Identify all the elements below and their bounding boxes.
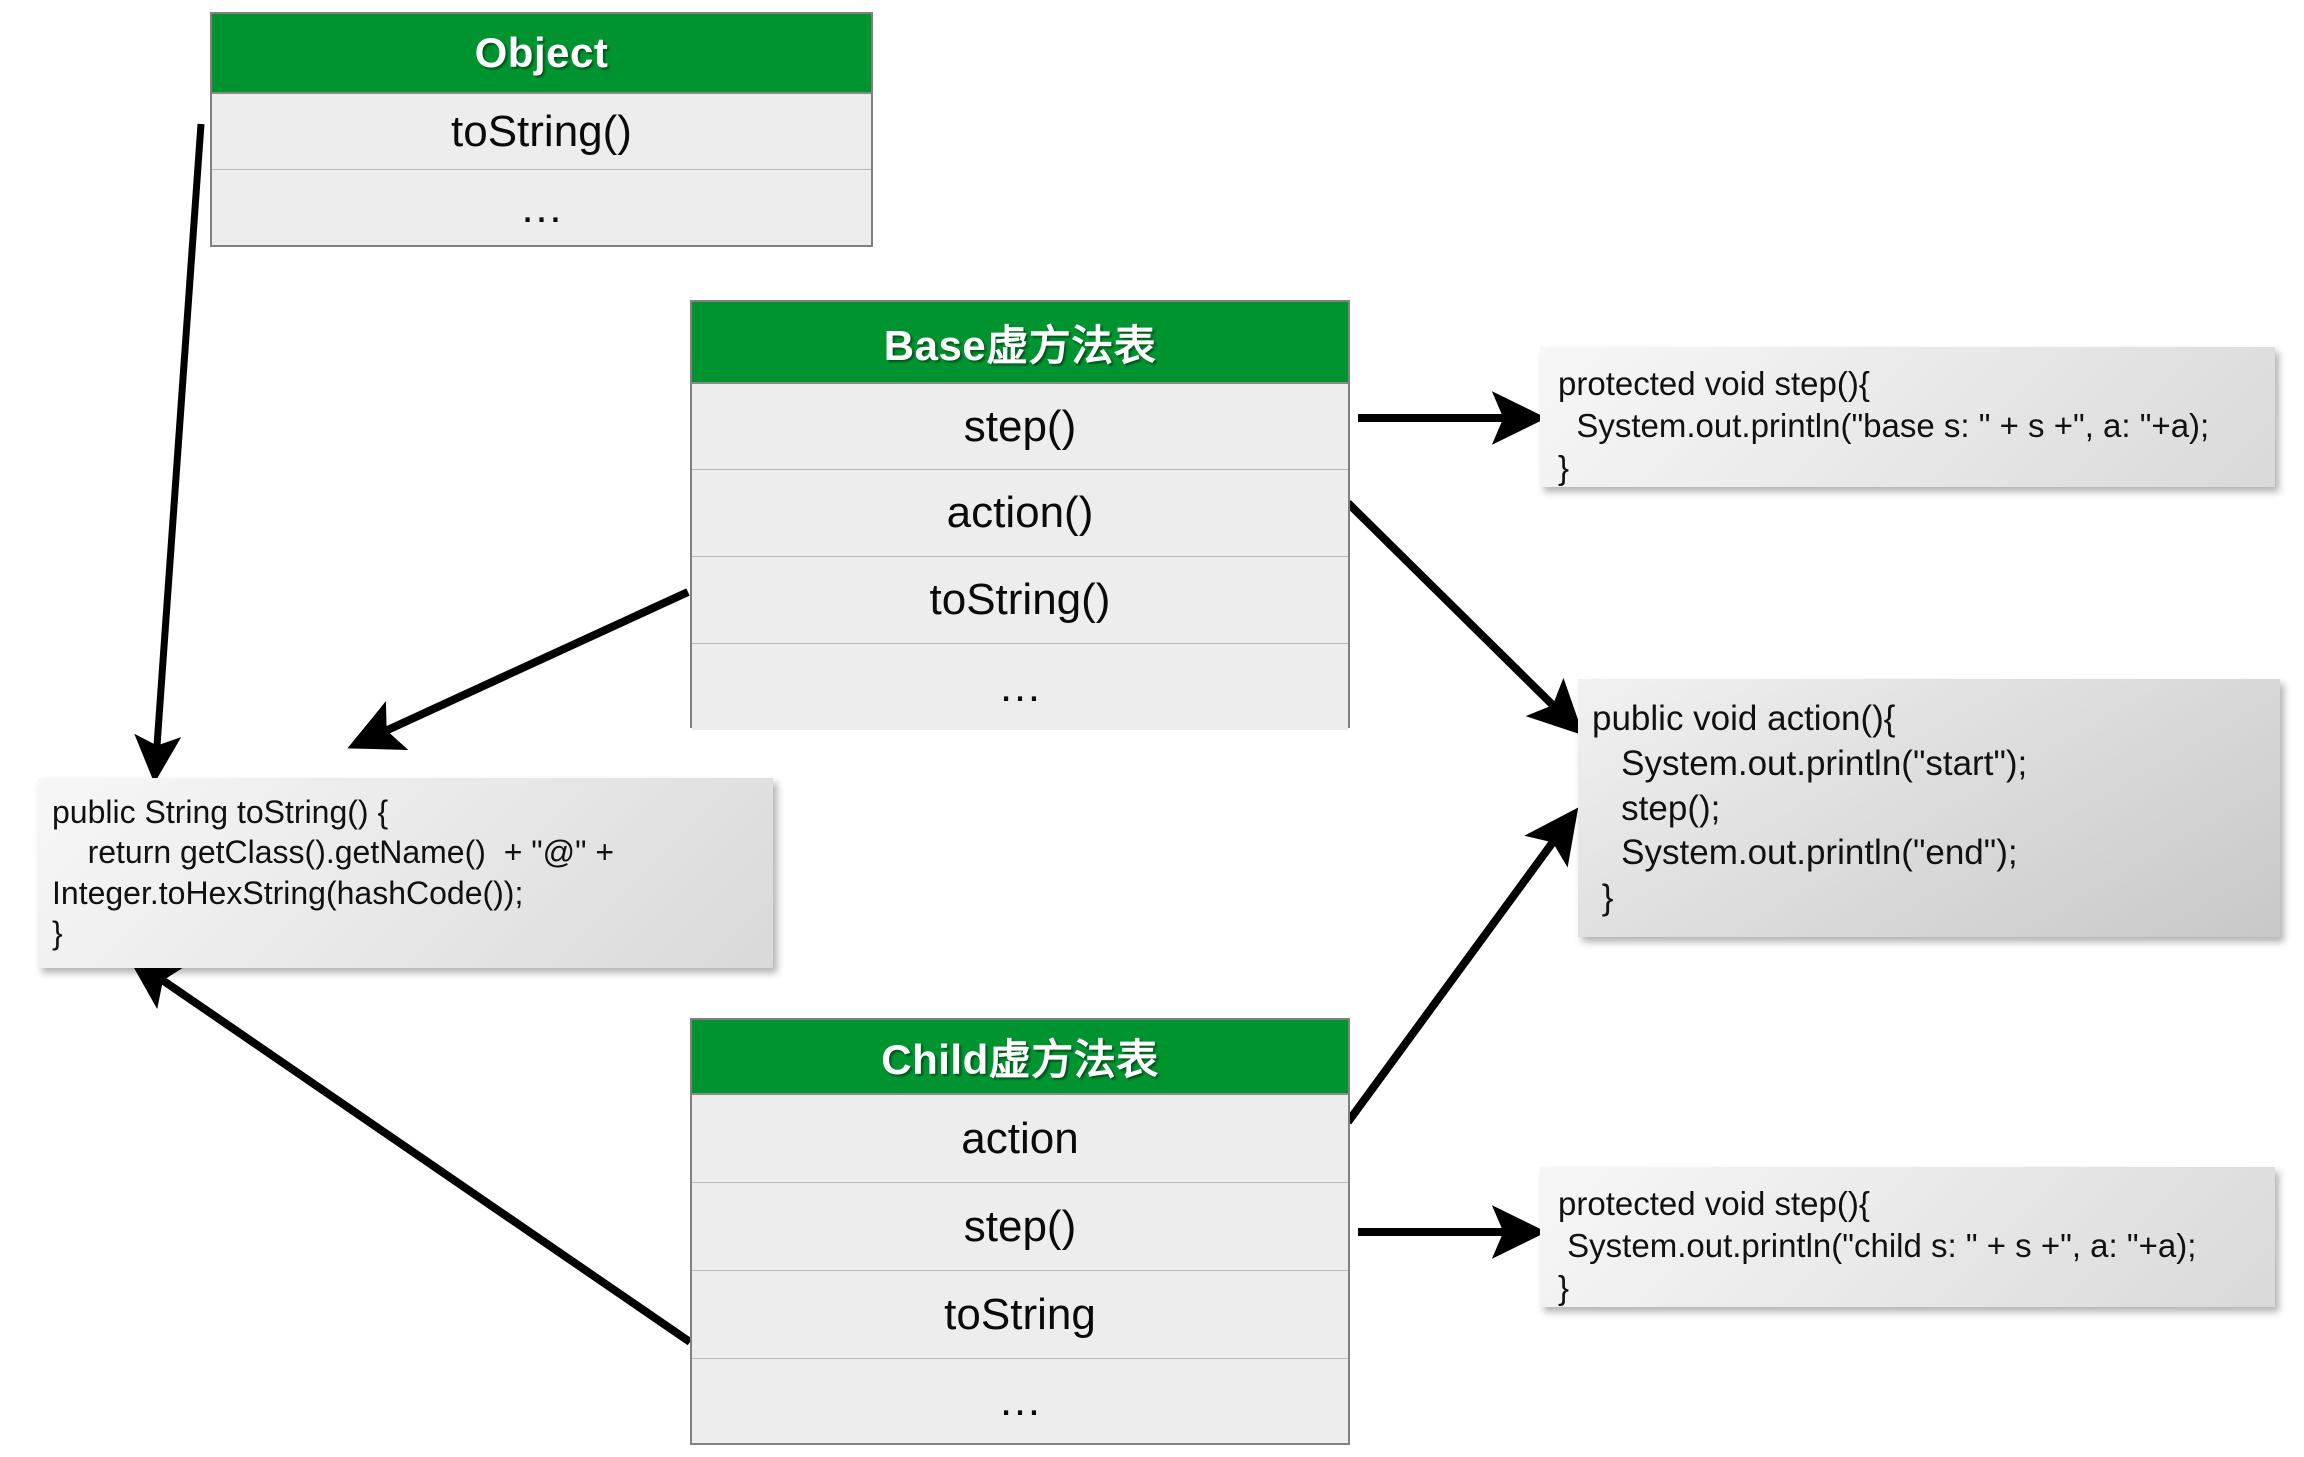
vtable-object-row-0[interactable]: toString() xyxy=(212,94,871,170)
vtable-child-row-2[interactable]: toString xyxy=(692,1271,1348,1359)
vtable-child-row-0[interactable]: action xyxy=(692,1095,1348,1183)
codebox-action: public void action(){ System.out.println… xyxy=(1578,679,2280,937)
vtable-base: Base虚方法表 step() action() toString() … xyxy=(690,300,1350,730)
codebox-base-step: protected void step(){ System.out.printl… xyxy=(1540,347,2275,487)
arrow-child-action-to-code xyxy=(1344,807,1579,1125)
vtable-object-row-1[interactable]: … xyxy=(212,170,871,245)
arrow-base-action-to-code xyxy=(1345,500,1584,736)
arrow-base-tostring-to-code xyxy=(347,588,690,750)
vtable-child-row-1[interactable]: step() xyxy=(692,1183,1348,1271)
vtable-base-row-2[interactable]: toString() xyxy=(692,557,1348,644)
codebox-object-tostring: public String toString() { return getCla… xyxy=(38,778,773,968)
vtable-base-row-1[interactable]: action() xyxy=(692,470,1348,557)
vtable-object-header: Object xyxy=(212,14,871,94)
vtable-object: Object toString() … xyxy=(210,12,873,247)
arrow-child-tostring-to-code xyxy=(127,956,693,1346)
vtable-base-row-0[interactable]: step() xyxy=(692,384,1348,470)
vtable-base-header: Base虚方法表 xyxy=(692,302,1348,384)
vtable-child-header: Child虚方法表 xyxy=(692,1020,1348,1095)
vtable-base-row-3[interactable]: … xyxy=(692,644,1348,730)
vtable-child-row-3[interactable]: … xyxy=(692,1359,1348,1443)
codebox-child-step: protected void step(){ System.out.printl… xyxy=(1540,1167,2275,1307)
vtable-child: Child虚方法表 action step() toString … xyxy=(690,1018,1350,1445)
arrow-object-to-tostring xyxy=(134,123,205,784)
